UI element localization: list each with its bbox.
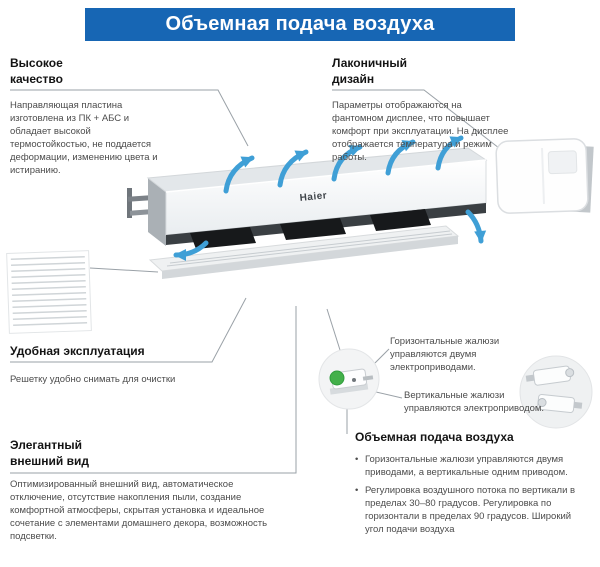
airflow-arrows — [173, 135, 487, 261]
feature-quality-body: Направляющая пластина изготовлена из ПК … — [10, 100, 158, 176]
louver-flap — [280, 218, 346, 240]
connector-maintenance — [10, 297, 247, 363]
connector-quality — [10, 89, 249, 147]
feature-maintenance: Удобная эксплуатация Решетку удобно сним… — [10, 344, 224, 387]
airflow-arrow-icon — [331, 144, 363, 182]
feature-appearance-heading: Элегантный внешний вид — [10, 438, 90, 468]
feature-appearance: Элегантный внешний вид Оптимизированный … — [10, 438, 272, 544]
phantom-display — [547, 150, 578, 175]
label-vertical-louvers: Вертикальные жалюзи управляются электроп… — [404, 390, 545, 414]
label-horizontal-louvers: Горизонтальные жалюзи управляются двумя … — [390, 336, 500, 373]
horizontal-louver-actuator-photo — [318, 348, 380, 410]
air-supply-bullet-1: Горизонтальные жалюзи управляются двумя … — [355, 454, 587, 480]
connector-actuator-horizontal — [374, 348, 390, 364]
air-supply-bullet-2: Регулировка воздушного потока по вертика… — [355, 485, 587, 537]
louver-flap — [370, 209, 431, 231]
airflow-arrow-icon — [277, 149, 309, 188]
airflow-arrow-icon — [173, 240, 209, 261]
bottom-grille-edge — [162, 236, 458, 279]
feature-design-heading: Лаконичный дизайн — [332, 56, 408, 86]
connector-actuator-vertical — [375, 391, 403, 399]
connector-appearance — [10, 306, 297, 474]
connector-design — [332, 89, 500, 149]
airflow-arrow-icon — [385, 139, 416, 176]
ac-unit-illustration: Haier — [127, 147, 488, 279]
feature-appearance-body: Оптимизированный внешний вид, автоматиче… — [10, 479, 268, 542]
title-banner: Объемная подача воздуха — [85, 8, 515, 41]
connector-lines — [10, 89, 500, 474]
feature-maintenance-body: Решетку удобно снимать для очистки — [10, 373, 176, 385]
haier-logo: Haier — [299, 190, 327, 204]
connector-actuator-unit — [326, 308, 341, 351]
feature-design: Лаконичный дизайн Параметры отображаются… — [332, 56, 514, 165]
airflow-arrow-icon — [465, 209, 487, 244]
bottom-grille-slats — [166, 230, 453, 267]
unit-left-cap — [148, 178, 166, 246]
mount-bracket-icon — [127, 188, 132, 218]
display-photo — [495, 138, 594, 214]
grille-photo — [6, 250, 92, 334]
feature-air-supply: Объемная подача воздуха Горизонтальные ж… — [355, 430, 587, 543]
feature-maintenance-heading: Удобная эксплуатация — [10, 344, 145, 358]
feature-quality-heading: Высокое качество — [10, 56, 63, 86]
actuator-gear-icon — [329, 370, 345, 386]
feature-design-body: Параметры отображаются на фантомном дисп… — [332, 100, 509, 163]
airflow-arrow-icon — [223, 155, 255, 194]
airflow-arrow-icon — [435, 135, 464, 171]
vertical-louver-actuators-photo — [519, 355, 593, 429]
feature-air-supply-heading: Объемная подача воздуха — [355, 430, 514, 444]
page-title: Объемная подача воздуха — [165, 13, 435, 35]
feature-quality: Высокое качество Направляющая пластина и… — [10, 56, 162, 178]
connector-grille — [89, 267, 159, 273]
